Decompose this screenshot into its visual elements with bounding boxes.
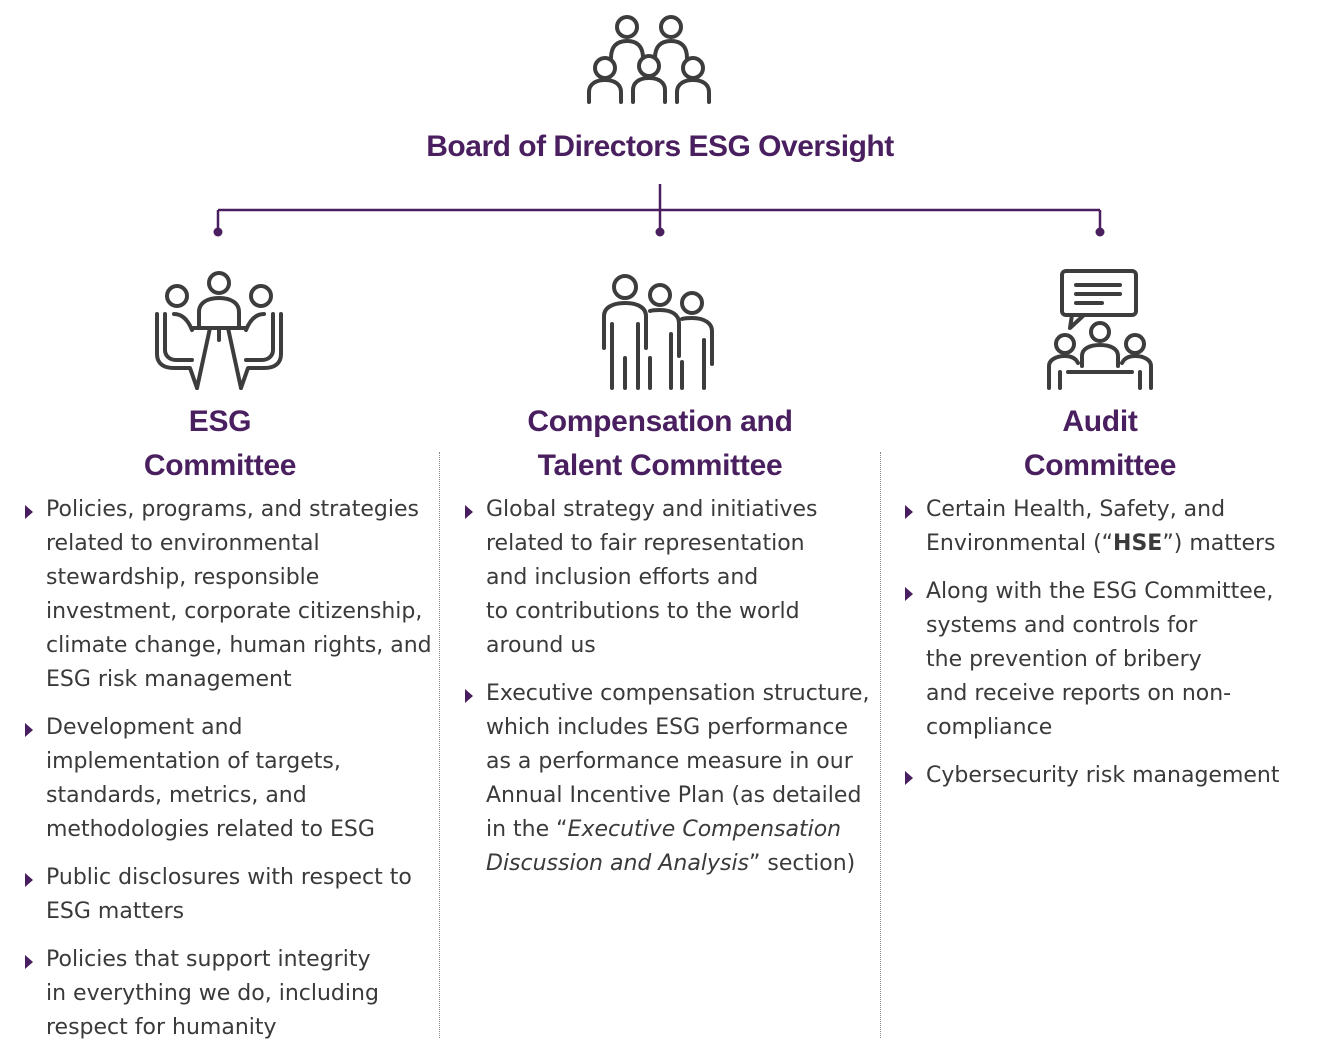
bullet-arrow-icon [905, 771, 913, 785]
title-line: Committee [1023, 449, 1177, 482]
text-span: Environmental (“ [926, 531, 1114, 556]
column-divider [439, 452, 440, 1038]
title-line: Talent Committee [537, 449, 783, 482]
bullet-arrow-icon [905, 505, 913, 519]
bullet-arrow-icon [25, 505, 33, 519]
list-item: Cybersecurity risk management [905, 759, 1310, 793]
section-reference: Executive Compensation [567, 817, 842, 842]
title-line: Committee [143, 449, 297, 482]
text-line: Policies, programs, and strategies [46, 497, 419, 522]
text-line: respect for humanity [46, 1015, 277, 1040]
text-line: Annual Incentive Plan (as detailed [486, 783, 862, 808]
text-line: standards, metrics, and [46, 783, 307, 808]
audit-committee-title: Audit Committee [960, 400, 1240, 488]
bullet-arrow-icon [465, 505, 473, 519]
meeting-table-icon [152, 270, 286, 392]
text-line: which includes ESG performance [486, 715, 849, 740]
list-item: Global strategy and initiatives related … [465, 493, 870, 663]
compensation-bullet-list: Global strategy and initiatives related … [465, 493, 870, 895]
meeting-speech-bubble-icon [1046, 268, 1154, 392]
text-span: ” section) [749, 851, 856, 876]
bullet-arrow-icon [465, 689, 473, 703]
text-line: Global strategy and initiatives [486, 497, 818, 522]
bullet-arrow-icon [905, 587, 913, 601]
text-line: Executive compensation structure, [486, 681, 870, 706]
bullet-arrow-icon [25, 723, 33, 737]
title-line: Compensation and [527, 405, 793, 438]
board-title: Board of Directors ESG Oversight [426, 130, 894, 163]
list-item: Certain Health, Safety, and Environmenta… [905, 493, 1310, 561]
text-line: systems and controls for [926, 613, 1198, 638]
list-item: Public disclosures with respect to ESG m… [25, 861, 430, 929]
list-item: Executive compensation structure, which … [465, 677, 870, 881]
list-item: Policies that support integrity in every… [25, 943, 430, 1045]
title-line: ESG [188, 405, 252, 438]
text-line: to contributions to the world [486, 599, 800, 624]
text-line: in everything we do, including [46, 981, 379, 1006]
text-line: Certain Health, Safety, and [926, 497, 1226, 522]
text-line: as a performance measure in our [486, 749, 853, 774]
three-people-standing-icon [598, 272, 722, 392]
text-line: Discussion and Analysis” section) [486, 847, 870, 881]
text-line: related to environmental [46, 531, 320, 556]
text-line: and inclusion efforts and [486, 565, 759, 590]
title-line: Audit [1062, 405, 1138, 438]
text-line: investment, corporate citizenship, [46, 599, 423, 624]
text-line: Along with the ESG Committee, [926, 579, 1274, 604]
compensation-committee-title: Compensation and Talent Committee [480, 400, 840, 488]
group-of-people-icon [584, 10, 716, 106]
text-line: implementation of targets, [46, 749, 341, 774]
text-line: compliance [926, 715, 1053, 740]
list-item: Policies, programs, and strategies relat… [25, 493, 432, 697]
text-span: ”) matters [1162, 531, 1276, 556]
text-line: Policies that support integrity [46, 947, 371, 972]
text-line: related to fair representation [486, 531, 805, 556]
bullet-arrow-icon [25, 873, 33, 887]
text-line: Development and [46, 715, 243, 740]
text-line: and receive reports on non- [926, 681, 1232, 706]
audit-bullet-list: Certain Health, Safety, and Environmenta… [905, 493, 1310, 807]
esg-bullet-list: Policies, programs, and strategies relat… [25, 493, 432, 1059]
list-item: Development and implementation of target… [25, 711, 430, 847]
text-line: Environmental (“HSE”) matters [926, 527, 1310, 561]
org-connector [213, 184, 1105, 237]
text-line: ESG risk management [46, 667, 292, 692]
text-span: in the “ [486, 817, 568, 842]
column-divider [880, 452, 881, 1038]
text-line: around us [486, 633, 596, 658]
text-line: the prevention of bribery [926, 647, 1202, 672]
esg-committee-title: ESG Committee [80, 400, 360, 488]
list-item: Along with the ESG Committee, systems an… [905, 575, 1310, 745]
text-line: methodologies related to ESG [46, 817, 375, 842]
text-line: climate change, human rights, and [46, 633, 432, 658]
bullet-arrow-icon [25, 955, 33, 969]
text-line: Public disclosures with respect to [46, 865, 412, 890]
text-line: ESG matters [46, 899, 185, 924]
text-line: Cybersecurity risk management [926, 763, 1280, 788]
hse-abbreviation: HSE [1113, 531, 1163, 556]
text-line: in the “Executive Compensation [486, 813, 870, 847]
section-reference: Discussion and Analysis [486, 851, 750, 876]
text-line: stewardship, responsible [46, 565, 320, 590]
